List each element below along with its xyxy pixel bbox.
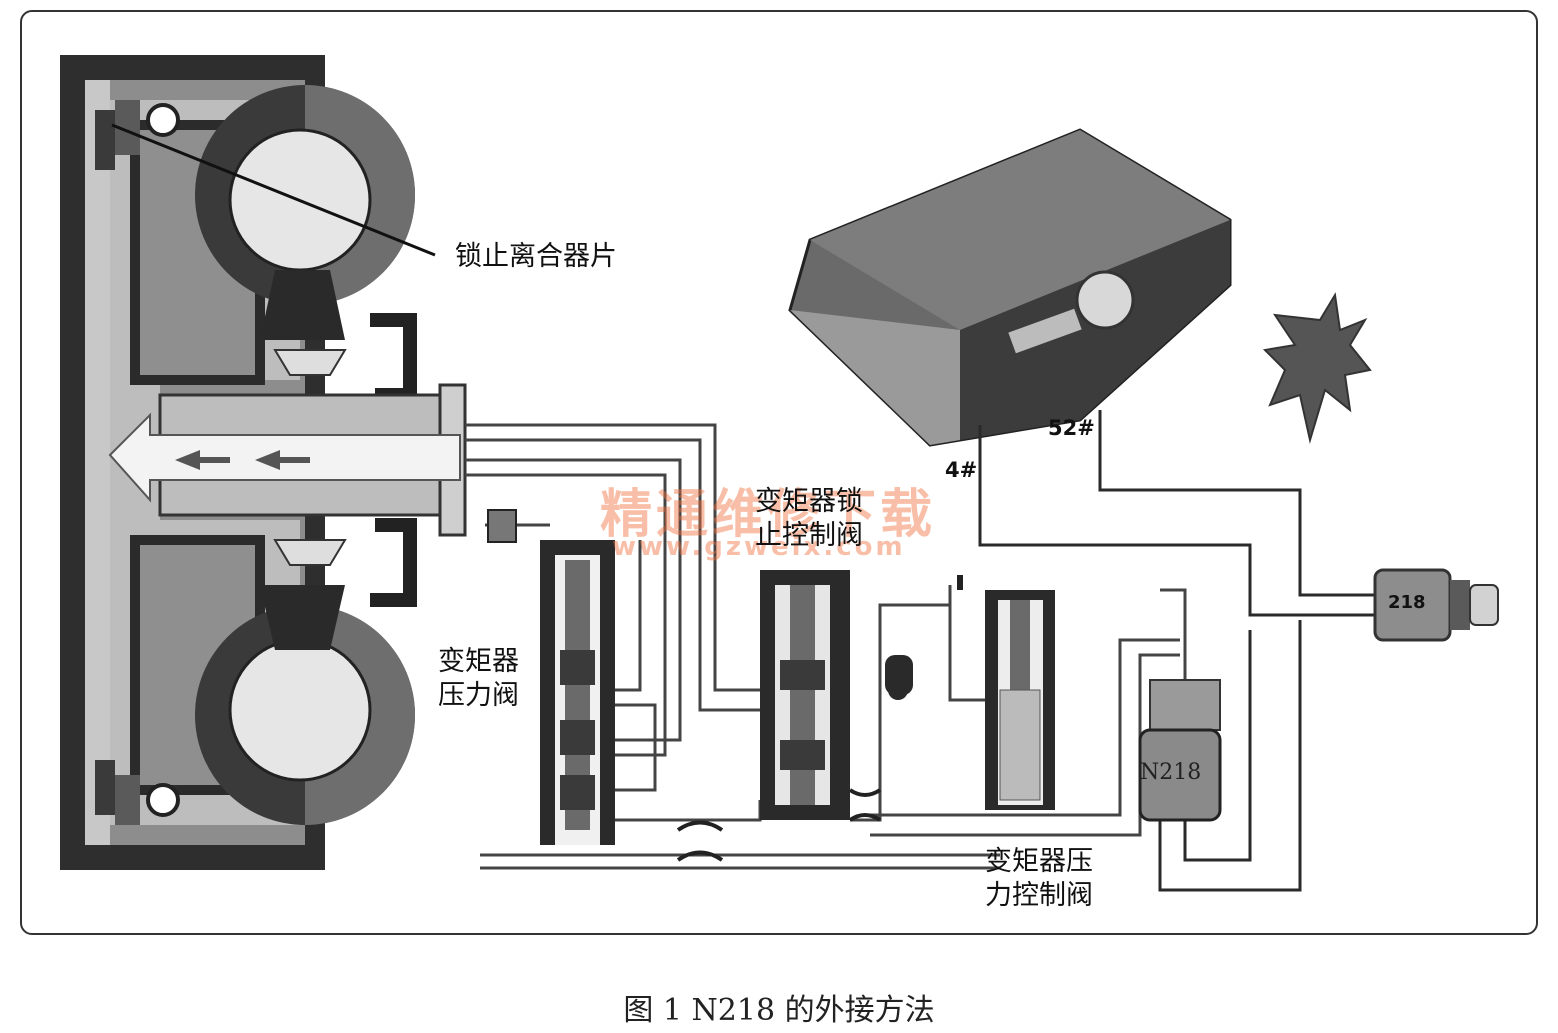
- connector-text: 218: [1388, 592, 1426, 613]
- label-lockup-control-valve: 变矩器锁 止控制阀: [755, 486, 863, 551]
- lockup-control-valve-body: [760, 570, 850, 820]
- spark-symbol: [1262, 292, 1372, 444]
- solenoid-name-label: N218: [1140, 760, 1202, 785]
- control-unit: [788, 128, 1232, 447]
- pressure-control-valve-body: [985, 590, 1055, 810]
- label-lockup-clutch: 锁止离合器片: [455, 241, 617, 272]
- check-valve: [885, 655, 913, 700]
- converter-pressure-valve-body: [540, 540, 615, 845]
- connector: [1373, 568, 1499, 642]
- label-converter-pressure-valve: 变矩器 压力阀: [438, 646, 519, 711]
- small-sensor: [487, 509, 517, 543]
- watermark-title: 精通维修下载: [600, 485, 937, 545]
- n218-solenoid: [1138, 679, 1222, 822]
- pin-52-label: 52#: [1048, 416, 1095, 440]
- watermark-url: www.gzweix.com: [612, 532, 906, 562]
- pin-4-label: 4#: [945, 458, 978, 482]
- figure-caption: 图 1 N218 的外接方法: [623, 993, 935, 1028]
- wiring: [978, 410, 1380, 892]
- label-pressure-control-valve: 变矩器压 力控制阀: [985, 846, 1093, 911]
- oil-lines: [465, 423, 1187, 870]
- torque-converter: [60, 55, 467, 870]
